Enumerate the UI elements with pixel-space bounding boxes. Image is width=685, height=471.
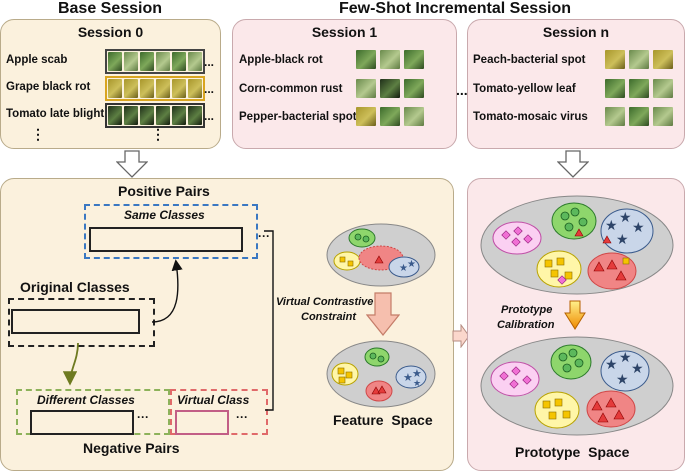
virtual-contrastive-label-2: Constraint xyxy=(301,311,356,323)
calibration-label-1: Prototype xyxy=(501,304,553,316)
positive-pairs-label: Positive Pairs xyxy=(118,183,210,199)
session0-vdots-2: ⋮ xyxy=(151,126,165,142)
session-n-class-1: Peach-bacterial spot xyxy=(473,54,586,66)
session0-ellipsis-1: ... xyxy=(204,55,215,69)
feature-space-lower: ★ ★ ★ xyxy=(326,340,436,408)
svg-text:★: ★ xyxy=(619,209,632,225)
session0-thumbs-2 xyxy=(105,76,205,101)
svg-text:★: ★ xyxy=(403,372,413,384)
different-classes-dots: ··· xyxy=(137,410,149,424)
session1-class-2: Corn-common rust xyxy=(239,83,343,95)
session1-class-3: Pepper-bacterial spot xyxy=(239,111,357,123)
session1-class-1: Apple-black rot xyxy=(239,54,323,66)
down-arrow-icon-right xyxy=(557,150,589,178)
same-classes-box xyxy=(84,204,258,259)
virtual-contrastive-label-1: Virtual Contrastive xyxy=(276,296,374,308)
feature-space-label: Feature Space xyxy=(333,412,433,428)
svg-text:★: ★ xyxy=(605,217,618,233)
svg-text:★: ★ xyxy=(616,371,629,387)
virtual-class-dots: ··· xyxy=(236,410,248,424)
calibration-label-2: Calibration xyxy=(497,319,555,331)
session-n-thumbs-2 xyxy=(605,79,673,98)
incremental-session-title: Few-Shot Incremental Session xyxy=(338,0,572,17)
session-n-title: Session n xyxy=(542,24,610,40)
session-n-class-2: Tomato-yellow leaf xyxy=(473,83,576,95)
session-n-thumbs-1 xyxy=(605,50,673,69)
session-n-panel: Session n Peach-bacterial spot Tomato-ye… xyxy=(467,19,685,149)
svg-text:★: ★ xyxy=(413,378,421,388)
down-arrow-icon-left xyxy=(116,150,148,178)
different-classes-box xyxy=(16,389,170,435)
session0-class-3: Tomato late blight xyxy=(6,108,105,120)
svg-text:★: ★ xyxy=(399,263,408,274)
different-classes-label: Different Classes xyxy=(37,393,135,407)
prototype-space-upper: ★ ★ ★ ★ xyxy=(480,195,674,295)
session0-thumbs-3 xyxy=(105,103,205,128)
virtual-class-box xyxy=(170,389,268,435)
svg-text:★: ★ xyxy=(619,349,632,365)
session0-ellipsis-3: ... xyxy=(204,109,215,123)
session0-panel: Session 0 Apple scab Grape black rot Tom… xyxy=(0,19,221,149)
session1-thumbs-3 xyxy=(356,107,424,126)
same-classes-dots: ··· xyxy=(258,229,270,243)
svg-text:★: ★ xyxy=(412,368,422,380)
right-arrow-icon xyxy=(452,324,470,348)
prototype-space-lower: ★ ★ ★ ★ xyxy=(480,336,674,436)
svg-text:★: ★ xyxy=(632,219,645,235)
svg-text:★: ★ xyxy=(605,356,618,372)
base-session-title: Base Session xyxy=(57,0,163,17)
session1-title: Session 1 xyxy=(311,24,378,40)
session-n-class-3: Tomato-mosaic virus xyxy=(473,111,588,123)
negative-pairs-label: Negative Pairs xyxy=(83,440,180,456)
session0-class-2: Grape black rot xyxy=(6,81,91,93)
sessions-ellipsis: ... xyxy=(456,82,468,98)
original-classes-label: Original Classes xyxy=(20,279,130,295)
session-n-thumbs-3 xyxy=(605,107,673,126)
svg-text:★: ★ xyxy=(616,231,629,247)
session1-thumbs-2 xyxy=(356,79,424,98)
session0-thumbs-1 xyxy=(105,49,205,74)
prototype-space-label: Prototype Space xyxy=(515,444,630,460)
session1-thumbs-1 xyxy=(356,50,424,69)
session0-vdots-1: ⋮ xyxy=(31,126,45,142)
session0-class-1: Apple scab xyxy=(6,54,68,66)
same-classes-label: Same Classes xyxy=(124,208,205,222)
feature-space-upper: ★ ★ xyxy=(326,223,436,287)
session0-ellipsis-2: ... xyxy=(204,82,215,96)
svg-text:★: ★ xyxy=(631,360,644,376)
svg-text:★: ★ xyxy=(407,259,416,270)
down-arrow-icon-feature xyxy=(366,292,400,336)
session0-title: Session 0 xyxy=(77,24,144,40)
down-arrow-icon-calibration xyxy=(564,300,586,330)
virtual-class-label: Virtual Class xyxy=(177,393,250,407)
session1-panel: Session 1 Apple-black rot Corn-common ru… xyxy=(232,19,457,149)
